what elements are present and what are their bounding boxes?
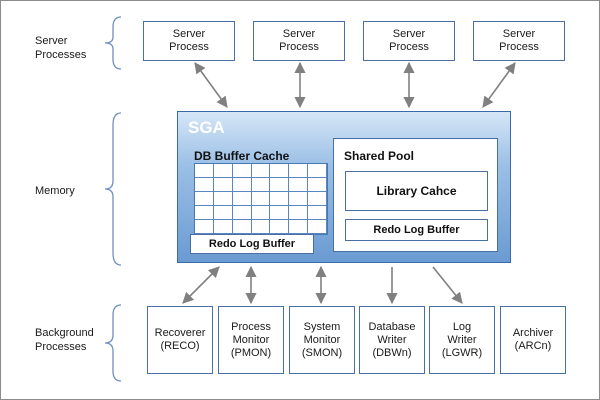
server-process-box-2: Server Process	[253, 21, 345, 61]
buffer-cell	[195, 192, 214, 206]
buffer-cell	[308, 192, 327, 206]
buffer-cell	[232, 220, 252, 234]
background-processes-brace	[104, 304, 122, 382]
arrow-sga-lgwr	[432, 266, 463, 304]
background-processes-label: Background Processes	[35, 327, 94, 353]
buffer-cell	[232, 206, 252, 220]
server-process-box-4: Server Process	[473, 21, 565, 61]
buffer-cell	[308, 164, 327, 178]
buffer-cell	[308, 206, 327, 220]
server-processes-brace	[104, 16, 122, 70]
buffer-cell	[213, 220, 233, 234]
shared-pool-title: Shared Pool	[344, 149, 415, 163]
buffer-cell	[195, 220, 214, 234]
sga-title: SGA	[188, 118, 225, 137]
buffer-cell	[270, 206, 290, 220]
buffer-cell	[270, 164, 290, 178]
buffer-cell	[289, 220, 309, 234]
buffer-cell	[251, 206, 271, 220]
buffer-cell	[270, 220, 290, 234]
server-processes-label: Server Processes	[35, 35, 87, 61]
redo-log-buffer-left: Redo Log Buffer	[190, 234, 314, 254]
buffer-cell	[195, 178, 214, 192]
background-process-reco: Recoverer (RECO)	[147, 306, 213, 374]
buffer-cell	[289, 192, 309, 206]
shared-pool-block: Shared Pool Library Cahce Redo Log Buffe…	[333, 138, 498, 252]
buffer-cell	[251, 164, 271, 178]
background-process-lgwr: Log Writer (LGWR)	[429, 306, 495, 374]
buffer-cell	[308, 178, 327, 192]
buffer-cell	[308, 220, 327, 234]
server-process-box-1: Server Process	[143, 21, 235, 61]
buffer-cell	[213, 206, 233, 220]
buffer-cell	[213, 178, 233, 192]
buffer-cell	[289, 164, 309, 178]
buffer-cell	[195, 206, 214, 220]
memory-label: Memory	[35, 185, 75, 197]
buffer-cell	[289, 206, 309, 220]
buffer-cell	[251, 178, 271, 192]
buffer-cell	[195, 164, 214, 178]
background-process-pmon: Process Monitor (PMON)	[218, 306, 284, 374]
memory-brace	[104, 112, 122, 266]
background-process-arcn: Archiver (ARCn)	[500, 306, 566, 374]
redo-log-buffer-right: Redo Log Buffer	[345, 219, 488, 241]
buffer-cell	[289, 178, 309, 192]
library-cache-box: Library Cahce	[345, 171, 488, 211]
db-buffer-cache-grid	[194, 163, 328, 235]
buffer-cell	[213, 164, 233, 178]
arrow-server-4-sga	[482, 62, 516, 108]
buffer-cell	[251, 220, 271, 234]
buffer-cell	[232, 164, 252, 178]
background-process-smon: System Monitor (SMON)	[289, 306, 355, 374]
buffer-cell	[213, 192, 233, 206]
buffer-cell	[270, 178, 290, 192]
server-process-box-3: Server Process	[363, 21, 455, 61]
db-buffer-cache-title: DB Buffer Cache	[194, 149, 290, 163]
buffer-cell	[232, 178, 252, 192]
buffer-cell	[270, 192, 290, 206]
arrow-sga-reco	[182, 266, 220, 304]
background-process-dbwn: Database Writer (DBWn)	[359, 306, 425, 374]
buffer-cell	[232, 192, 252, 206]
buffer-cell	[251, 192, 271, 206]
sga-block: SGA DB Buffer Cache Redo Log Buffer Shar…	[177, 111, 511, 263]
arrow-server-1-sga	[194, 62, 228, 108]
